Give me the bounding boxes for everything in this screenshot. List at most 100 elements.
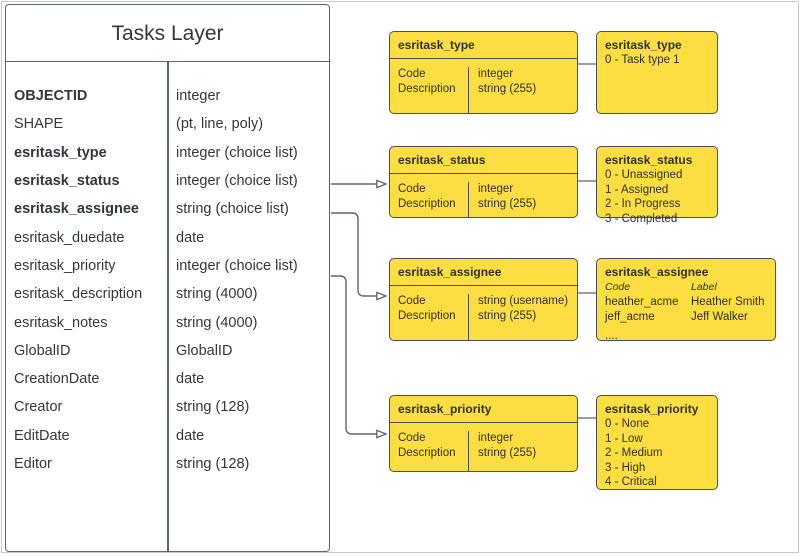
list-item: 3 - Completed	[605, 212, 678, 225]
table-row: Editor string (128)	[6, 450, 329, 478]
field-name: esritask_status	[14, 173, 120, 190]
esritask-status-domain-title: esritask_status	[605, 153, 693, 167]
assignee-label-header: Label	[691, 281, 717, 293]
assignee-header-row: Code Label	[605, 280, 775, 295]
esritask-priority-table: esritask_priority Code Description integ…	[389, 395, 578, 472]
column-type: string (username) string (255)	[469, 294, 577, 340]
table-row: Creator string (128)	[6, 393, 329, 421]
description-label: Description	[398, 309, 456, 322]
esritask-priority-table-title: esritask_priority	[390, 396, 577, 423]
table-row: CreationDate date	[6, 365, 329, 393]
esritask-type-domain: esritask_type 0 - Task type 1	[596, 31, 718, 114]
esritask-assignee-domain: esritask_assignee Code Label heather_acm…	[596, 258, 776, 344]
esritask-assignee-domain-title: esritask_assignee	[605, 265, 709, 279]
tasks-layer-table: Tasks Layer OBJECTID integer SHAPE (pt, …	[5, 4, 330, 552]
table-row: OBJECTID integer	[6, 82, 329, 110]
list-item: 2 - Medium	[605, 447, 663, 460]
field-type: string (128)	[176, 456, 250, 472]
esritask-type-table-columns: Code Description integer string (255)	[390, 59, 577, 113]
table-row: esritask_notes string (4000)	[6, 308, 329, 336]
esritask-priority-domain: esritask_priority 0 - None 1 - Low 2 - M…	[596, 395, 718, 490]
field-type: (pt, line, poly)	[176, 116, 264, 133]
code-label: Code	[398, 295, 426, 307]
code-type: integer	[478, 68, 514, 80]
code-type: string (username)	[478, 295, 569, 307]
description-label: Description	[398, 197, 456, 210]
esritask-type-table-title: esritask_type	[390, 32, 577, 59]
field-type: integer (choice list)	[176, 144, 298, 161]
column-code: Code Description	[390, 182, 469, 217]
assignee-code: ....	[605, 330, 618, 342]
list-item: 2 - In Progress	[605, 198, 681, 211]
column-type: integer string (255)	[469, 182, 577, 217]
table-row: EditDate date	[6, 422, 329, 450]
description-type: string (255)	[478, 197, 537, 210]
code-label: Code	[398, 183, 426, 195]
esritask-type-domain-title: esritask_type	[605, 38, 682, 52]
field-type: string (4000)	[176, 286, 258, 303]
esritask-assignee-table-columns: Code Description string (username) strin…	[390, 286, 577, 340]
list-item: 4 - Critical	[605, 476, 657, 489]
list-item: 3 - High	[605, 461, 646, 474]
table-row: esritask_assignee string (choice list)	[6, 195, 329, 223]
field-type: string (choice list)	[176, 201, 289, 218]
column-code: Code Description	[390, 294, 469, 340]
field-name: Creator	[14, 399, 63, 416]
list-item: ....	[605, 329, 775, 344]
code-type: integer	[478, 183, 514, 195]
esritask-type-domain-values: 0 - Task type 1	[597, 53, 717, 68]
field-name: esritask_notes	[14, 314, 108, 331]
esritask-status-table-columns: Code Description integer string (255)	[390, 174, 577, 217]
esritask-status-domain-values: 0 - Unassigned 1 - Assigned 2 - In Progr…	[597, 168, 717, 226]
list-item: 1 - Low	[605, 432, 643, 445]
list-item: 0 - None	[605, 418, 650, 430]
column-divider	[167, 62, 169, 551]
list-item: 0 - Task type 1	[605, 54, 680, 66]
field-name: EditDate	[14, 427, 70, 444]
field-type: string (4000)	[176, 314, 258, 331]
code-label: Code	[398, 432, 426, 444]
assignee-code: heather_acme	[605, 296, 679, 308]
column-code: Code Description	[390, 67, 469, 113]
esritask-status-domain: esritask_status 0 - Unassigned 1 - Assig…	[596, 146, 718, 225]
esritask-type-table: esritask_type Code Description integer s…	[389, 31, 578, 114]
field-name: Editor	[14, 456, 52, 472]
field-type: date	[176, 371, 205, 388]
table-row: esritask_status integer (choice list)	[6, 167, 329, 195]
esritask-priority-table-columns: Code Description integer string (255)	[390, 423, 577, 471]
list-item: 1 - Assigned	[605, 183, 669, 196]
list-item: jeff_acme Jeff Walker	[605, 310, 775, 325]
description-type: string (255)	[478, 446, 537, 459]
column-type: integer string (255)	[469, 67, 577, 113]
field-name: CreationDate	[14, 371, 100, 388]
field-type: integer (choice list)	[176, 257, 298, 274]
field-name: OBJECTID	[14, 88, 88, 105]
description-label: Description	[398, 82, 456, 95]
field-type: integer (choice list)	[176, 173, 298, 190]
esritask-priority-domain-values: 0 - None 1 - Low 2 - Medium 3 - High 4 -…	[597, 417, 717, 490]
description-type: string (255)	[478, 82, 537, 95]
code-label: Code	[398, 68, 426, 80]
esritask-assignee-domain-values: Code Label heather_acme Heather Smith je…	[597, 280, 775, 344]
field-type: date	[176, 427, 205, 444]
assignee-label: Jeff Walker	[691, 311, 748, 323]
table-row: SHAPE (pt, line, poly)	[6, 110, 329, 138]
field-name: esritask_assignee	[14, 201, 139, 218]
field-name: GlobalID	[14, 342, 71, 359]
table-row: esritask_description string (4000)	[6, 280, 329, 308]
field-type: GlobalID	[176, 342, 233, 359]
field-name: esritask_priority	[14, 257, 116, 274]
column-code: Code Description	[390, 431, 469, 471]
esritask-status-table: esritask_status Code Description integer…	[389, 146, 578, 218]
field-type: integer	[176, 88, 221, 105]
table-row: esritask_duedate date	[6, 223, 329, 251]
list-item: heather_acme Heather Smith	[605, 295, 775, 310]
esritask-assignee-table: esritask_assignee Code Description strin…	[389, 258, 578, 341]
column-type: integer string (255)	[469, 431, 577, 471]
esritask-status-table-title: esritask_status	[390, 147, 577, 174]
field-type: string (128)	[176, 399, 250, 416]
field-name: esritask_type	[14, 144, 107, 161]
description-label: Description	[398, 446, 456, 459]
assignee-label: Heather Smith	[691, 296, 765, 308]
